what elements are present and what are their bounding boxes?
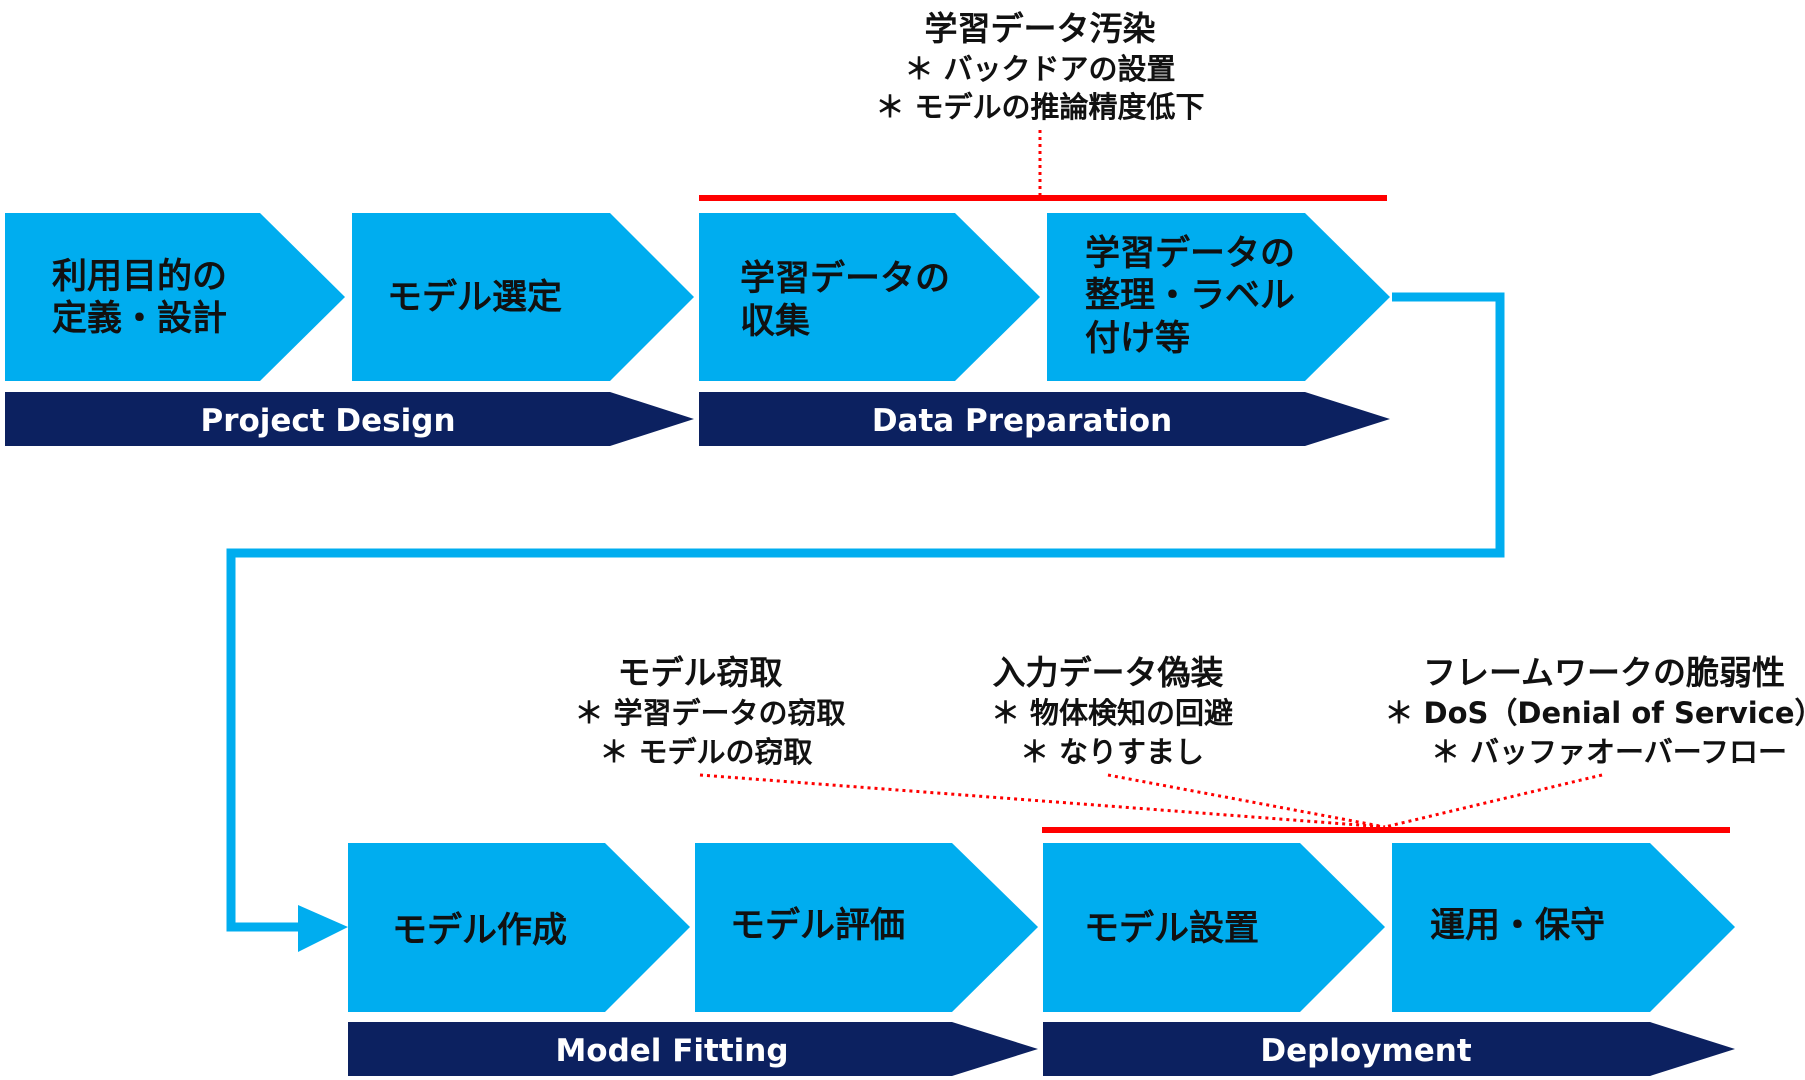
step-label-line1: モデル評価	[730, 905, 905, 946]
step-label-line3: 付け等	[1085, 319, 1190, 359]
step-label-line1: モデル設置	[1084, 908, 1259, 949]
step-chevron	[1047, 213, 1390, 381]
flow-connector-line	[226, 292, 1505, 932]
flow-connector-arrowhead	[298, 905, 348, 952]
threat-title: フレームワークの脆弱性	[1423, 653, 1785, 692]
step-chevron	[695, 843, 1038, 1012]
phase-model-fitting: Model Fitting	[348, 1022, 1038, 1076]
step-chevron	[1392, 843, 1735, 1012]
step-model-evaluation: モデル評価	[695, 843, 1038, 1012]
phase-arrow	[5, 392, 694, 446]
step-model-deployment: モデル設置	[1043, 843, 1385, 1012]
step-chevron	[348, 843, 690, 1012]
phase-label: Deployment	[1260, 1033, 1471, 1069]
phase-label: Project Design	[200, 403, 455, 439]
step-label-line1: 利用目的の	[52, 257, 227, 297]
threat-item: ＊ バックドアの設置	[904, 52, 1175, 86]
step-chevron	[5, 213, 345, 381]
step-chevron	[699, 213, 1040, 381]
threat-bar-data-preparation	[699, 195, 1387, 201]
threat-item: ＊ モデルの窃取	[599, 735, 812, 769]
threat-model-theft: モデル窃取 ＊ 学習データの窃取 ＊ モデルの窃取	[574, 653, 845, 769]
threat-item: ＊ なりすまし	[1020, 735, 1204, 769]
threat-item: ＊ モデルの推論精度低下	[875, 90, 1204, 124]
threat-item: ＊ 学習データの窃取	[574, 696, 845, 730]
phase-arrow	[699, 392, 1390, 446]
step-label-line1: 学習データの	[740, 258, 950, 299]
threat-connector-input-spoofing	[1107, 773, 1386, 829]
threat-connector-framework-vuln	[1384, 773, 1603, 829]
step-chevron	[352, 213, 694, 381]
step-label-line1: 学習データの	[1085, 233, 1295, 274]
threat-item: ＊ DoS（Denial of Service）	[1384, 696, 1805, 730]
step-purpose-definition: 利用目的の 定義・設計	[5, 213, 345, 381]
flow-connector	[226, 292, 1505, 952]
threat-data-poisoning: 学習データ汚染 ＊ バックドアの設置 ＊ モデルの推論精度低下	[875, 9, 1204, 124]
threat-input-spoofing: 入力データ偽装 ＊ 物体検知の回避 ＊ なりすまし	[991, 653, 1233, 769]
phase-arrow	[348, 1022, 1038, 1076]
threat-title: モデル窃取	[618, 653, 783, 692]
threat-title: 入力データ偽装	[993, 653, 1224, 692]
step-model-selection: モデル選定	[352, 213, 694, 381]
step-data-collection: 学習データの 収集	[699, 213, 1040, 381]
step-data-labeling: 学習データの 整理・ラベル 付け等	[1047, 213, 1390, 381]
phase-data-preparation: Data Preparation	[699, 392, 1390, 446]
threat-item: ＊ バッファオーバーフロー	[1431, 735, 1787, 769]
phase-label: Data Preparation	[872, 403, 1172, 439]
threat-item: ＊ 物体検知の回避	[991, 696, 1233, 730]
threat-bar-deployment	[1042, 827, 1730, 833]
threat-title: 学習データ汚染	[925, 9, 1156, 48]
phase-label: Model Fitting	[555, 1033, 788, 1069]
phase-project-design: Project Design	[5, 392, 694, 446]
step-model-creation: モデル作成	[348, 843, 690, 1012]
step-label-line1: モデル選定	[387, 277, 562, 318]
phase-arrow	[1043, 1022, 1735, 1076]
threat-framework-vulnerability: フレームワークの脆弱性 ＊ DoS（Denial of Service） ＊ バ…	[1384, 653, 1805, 769]
step-chevron	[1043, 843, 1385, 1012]
step-operation-maintenance: 運用・保守	[1392, 843, 1735, 1012]
phase-deployment: Deployment	[1043, 1022, 1735, 1076]
step-label-line2: 収集	[740, 302, 810, 342]
step-label-line2: 定義・設計	[52, 299, 227, 339]
step-label-line1: 運用・保守	[1430, 906, 1605, 946]
threat-connector-model-theft	[699, 773, 1386, 829]
step-label-line1: モデル作成	[392, 910, 567, 951]
step-label-line2: 整理・ラベル	[1085, 276, 1295, 316]
